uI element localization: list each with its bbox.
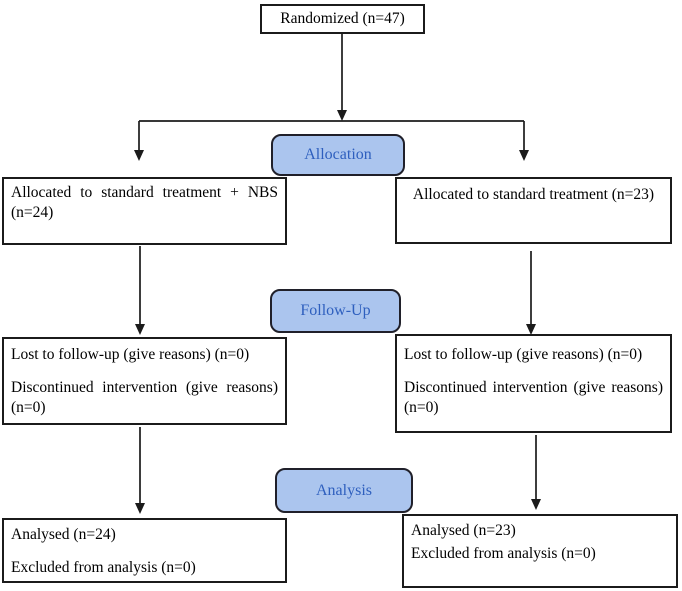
allocation-right-text: Allocated to standard treatment (n=23)	[412, 186, 655, 203]
followup-left-line2: Discontinued intervention (give reasons)…	[11, 378, 278, 416]
randomized-box: Randomized (n=47)	[260, 4, 425, 34]
stage-label-follow-up-text: Follow-Up	[300, 302, 371, 319]
analysis-left-line2: Excluded from analysis (n=0)	[11, 558, 196, 576]
analysis-left-line1: Analysed (n=24)	[11, 526, 116, 543]
followup-left-line1: Lost to follow-up (give reasons) (n=0)	[11, 346, 250, 363]
followup-right-line1: Lost to follow-up (give reasons) (n=0)	[404, 346, 643, 363]
arrow-down-icon	[519, 150, 529, 161]
arrow-down-icon	[134, 150, 144, 161]
stage-label-analysis: Analysis	[275, 468, 413, 513]
analysis-right-box: Analysed (n=23) Excluded from analysis (…	[402, 514, 678, 588]
stage-label-allocation: Allocation	[271, 134, 405, 176]
analysis-left-box: Analysed (n=24) Excluded from analysis (…	[2, 518, 287, 583]
arrow-down-icon	[337, 110, 347, 121]
allocation-right-box: Allocated to standard treatment (n=23)	[395, 177, 672, 244]
followup-right-box: Lost to follow-up (give reasons) (n=0) D…	[395, 334, 672, 433]
arrow-down-icon	[531, 499, 541, 510]
stage-label-follow-up: Follow-Up	[270, 289, 401, 333]
followup-right-line2: Discontinued intervention (give reasons)…	[404, 378, 663, 416]
arrowheads	[134, 110, 541, 514]
stage-label-analysis-text: Analysis	[316, 481, 372, 499]
randomized-text: Randomized (n=47)	[280, 10, 405, 27]
analysis-right-line2: Excluded from analysis (n=0)	[411, 544, 596, 562]
arrow-down-icon	[135, 503, 145, 514]
followup-left-box: Lost to follow-up (give reasons) (n=0) D…	[2, 337, 287, 425]
flow-lines	[138, 34, 537, 504]
stage-label-allocation-text: Allocation	[304, 146, 372, 163]
arrow-down-icon	[526, 324, 536, 335]
allocation-left-box: Allocated to standard treatment + NBS (n…	[2, 177, 287, 245]
analysis-right-line1: Analysed (n=23)	[411, 522, 516, 539]
allocation-left-text: Allocated to standard treatment + NBS (n…	[11, 184, 278, 221]
arrow-down-icon	[135, 324, 145, 335]
